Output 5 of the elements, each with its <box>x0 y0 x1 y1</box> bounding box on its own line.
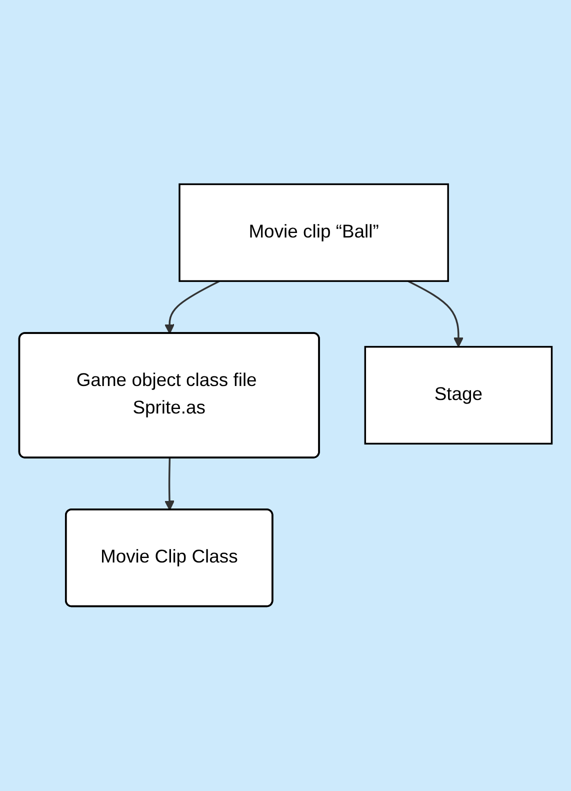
arrow <box>408 280 464 348</box>
arrow <box>164 280 220 334</box>
arrow <box>164 458 175 511</box>
node-box: Movie clip “Ball” <box>178 184 449 282</box>
node-box: Stage <box>364 346 553 445</box>
